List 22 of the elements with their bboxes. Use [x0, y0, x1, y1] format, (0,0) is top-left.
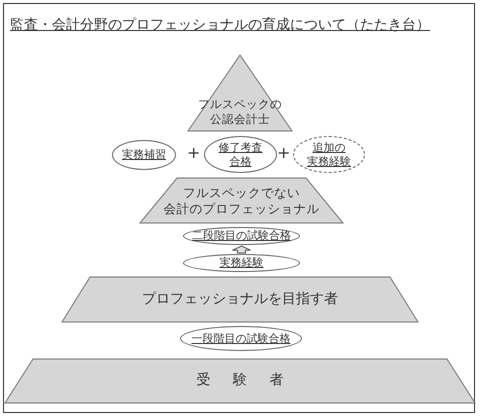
- step-oval: [183, 254, 300, 272]
- step-label: 二段階目の試験合格: [192, 229, 291, 243]
- pyramid-tier: [5, 359, 475, 403]
- title: 監査・会計分野のプロフェッショナルの育成について（たたき台）: [10, 16, 430, 34]
- step-oval: [204, 136, 277, 173]
- plus-sign: +: [277, 145, 290, 161]
- pyramid-tier: [62, 277, 418, 322]
- step-label: 修了考査合格: [218, 140, 262, 168]
- pyramid-tier: [140, 178, 343, 223]
- tier-label: 受験者: [196, 372, 306, 390]
- tier-label: フルスペックでない会計のプロフェッショナル: [164, 184, 320, 216]
- step-label: 一段階目の試験合格: [192, 332, 290, 346]
- step-oval: [293, 136, 365, 173]
- step-label: 実務補習: [122, 148, 166, 162]
- arrow: [232, 245, 251, 254]
- step-oval: [112, 140, 176, 170]
- step-label: 実務経験: [220, 256, 264, 270]
- step-oval: [180, 326, 302, 351]
- step-label: 追加の実務経験: [307, 140, 351, 168]
- tier-label: プロフェッショナルを目指す者: [142, 290, 338, 308]
- step-oval: [183, 227, 300, 245]
- plus-sign: +: [187, 145, 200, 161]
